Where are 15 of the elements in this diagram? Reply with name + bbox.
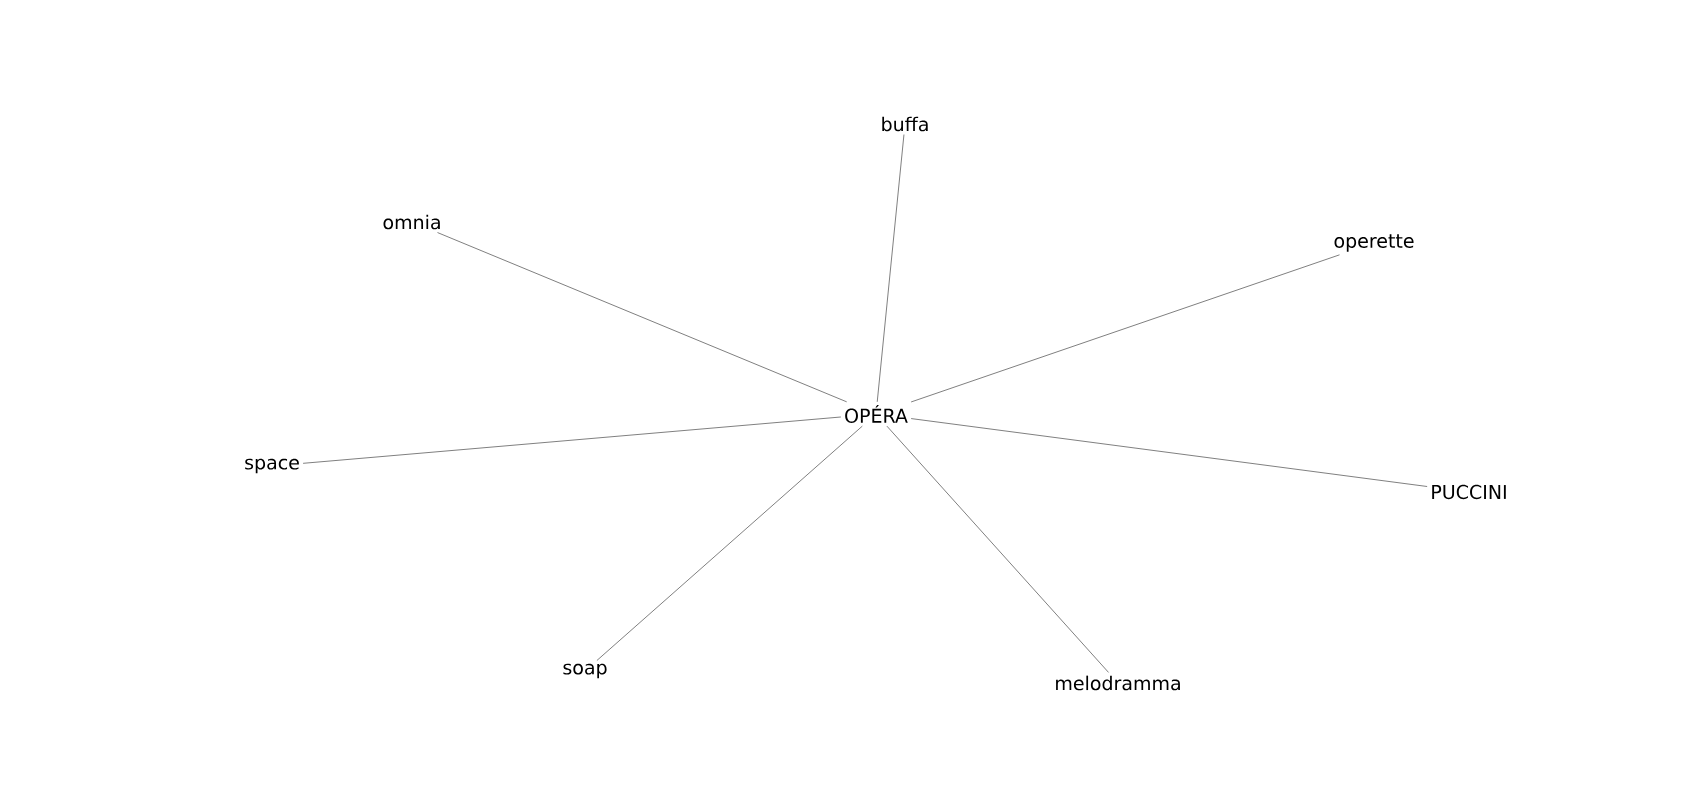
connector-line bbox=[886, 425, 1110, 673]
connector-line bbox=[876, 134, 905, 403]
connector-line bbox=[910, 418, 1428, 487]
word-label: operette bbox=[1334, 234, 1414, 252]
word-label: melodramma bbox=[1056, 675, 1180, 691]
connector-line bbox=[302, 416, 842, 464]
connector-line bbox=[910, 254, 1341, 403]
word-label: PUCCINI bbox=[1432, 484, 1506, 500]
connector-line bbox=[437, 232, 848, 403]
word-label: omnia bbox=[383, 214, 440, 230]
word-label: OPÉRA bbox=[845, 405, 908, 423]
connector-line bbox=[596, 425, 863, 661]
word-label: space bbox=[245, 458, 299, 474]
word-label: buffa bbox=[882, 116, 928, 132]
word-label: soap bbox=[563, 663, 607, 679]
